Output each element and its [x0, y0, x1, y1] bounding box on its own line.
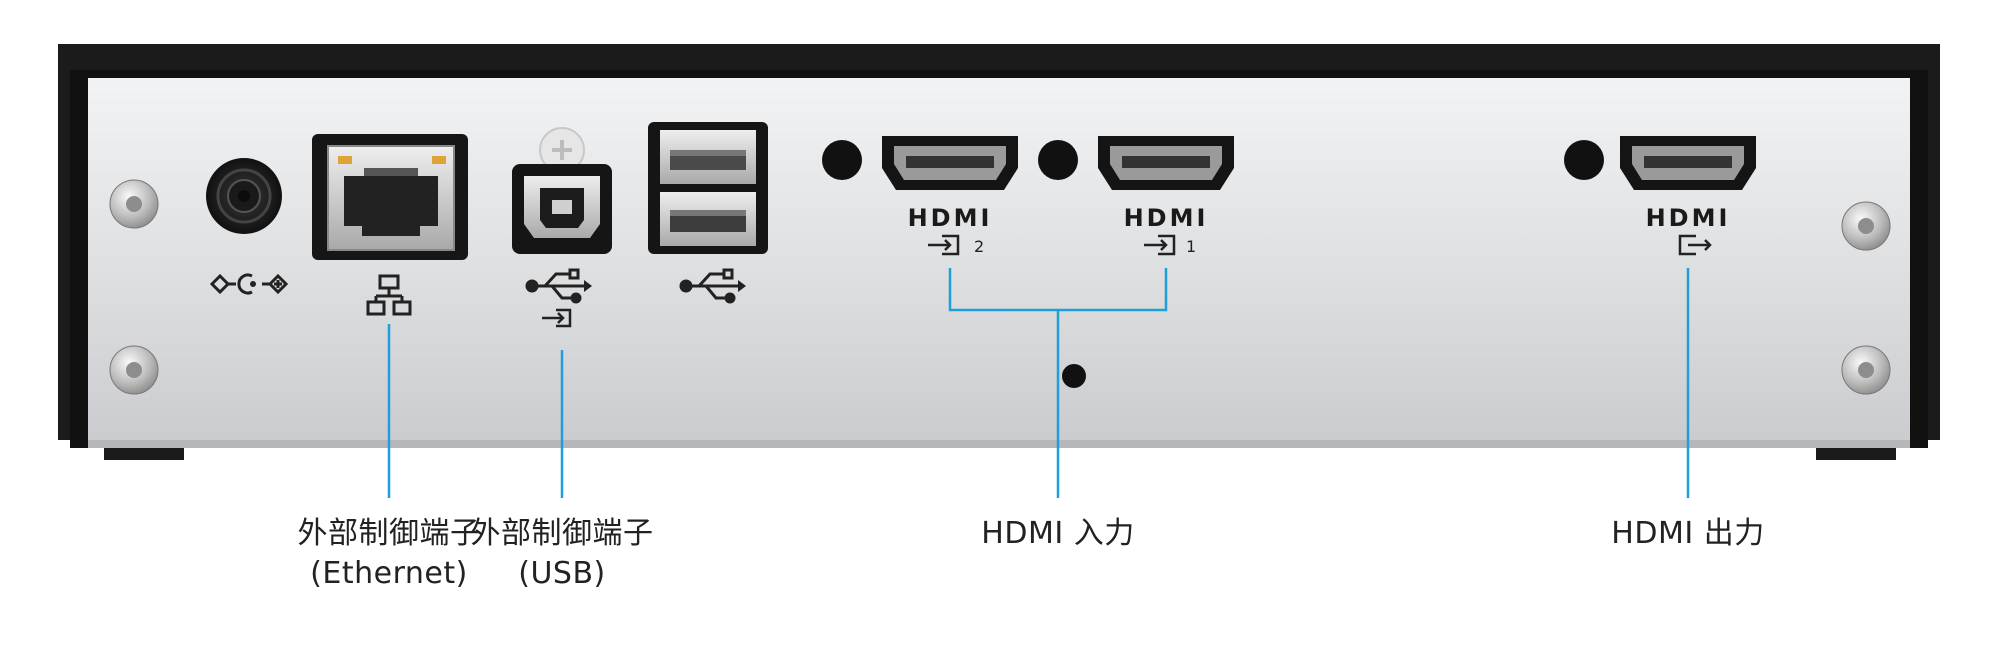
- label-hdmi-out: HDMI 出力: [1588, 514, 1788, 554]
- led-icon: [338, 156, 352, 164]
- led-icon: [432, 156, 446, 164]
- label-usb: 外部制御端子 (USB): [462, 514, 662, 594]
- panel-bottom-edge: [88, 440, 1910, 448]
- usb-b-port: [512, 127, 612, 254]
- hdmi-in-2-logo: HDMI: [908, 204, 993, 232]
- hdmi-in-1-number: 1: [1186, 237, 1196, 256]
- hdmi-in-1-port: [1098, 136, 1234, 190]
- hdmi-in-2-port: [882, 136, 1018, 190]
- usb-icon: [679, 268, 746, 304]
- label-ethernet-line2: (Ethernet): [310, 556, 468, 591]
- mounting-hole: [1564, 140, 1604, 180]
- label-usb-line2: (USB): [518, 556, 606, 591]
- foot-right: [1816, 448, 1896, 460]
- input-arrow-icon: [928, 234, 960, 256]
- hdmi-in-2-number: 2: [974, 237, 984, 256]
- screw-icon: [109, 179, 159, 229]
- rear-panel: [88, 78, 1910, 448]
- usb-icon: [525, 268, 592, 304]
- label-hdmi-in: HDMI 入力: [958, 514, 1158, 554]
- ethernet-port: [312, 134, 468, 260]
- label-ethernet: 外部制御端子 (Ethernet): [259, 514, 519, 594]
- screws: [109, 179, 1891, 395]
- leader-lines: [387, 268, 1690, 498]
- mounting-hole: [1062, 364, 1086, 388]
- label-hdmi-in-text: HDMI 入力: [981, 516, 1135, 551]
- input-arrow-icon: [1144, 234, 1176, 256]
- output-arrow-icon: [1678, 234, 1712, 256]
- screw-icon: [1841, 201, 1891, 251]
- usb-a-ports: [648, 122, 768, 254]
- mounting-hole: [822, 140, 862, 180]
- screw-icon: [1841, 345, 1891, 395]
- screw-icon: [109, 345, 159, 395]
- input-arrow-icon: [542, 308, 572, 328]
- foot-left: [104, 448, 184, 460]
- hdmi-in-1-logo: HDMI: [1124, 204, 1209, 232]
- mounting-hole: [1038, 140, 1078, 180]
- hdmi-out-logo: HDMI: [1646, 204, 1731, 232]
- label-usb-line1: 外部制御端子: [470, 516, 654, 551]
- label-hdmi-out-text: HDMI 出力: [1611, 516, 1765, 551]
- hdmi-out-port: [1620, 136, 1756, 190]
- dc-power-jack: [206, 158, 282, 234]
- label-ethernet-line1: 外部制御端子: [297, 516, 481, 551]
- lan-network-icon: [366, 274, 412, 316]
- dc-polarity-icon: [209, 273, 289, 295]
